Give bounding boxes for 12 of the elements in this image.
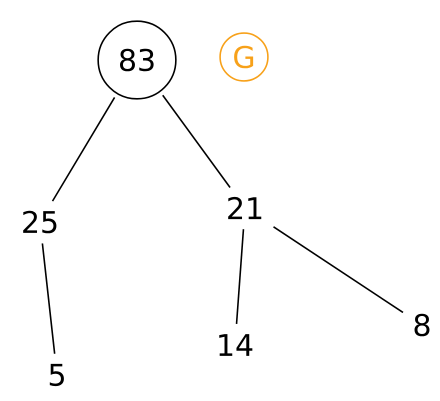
circled-number: 83 — [97, 20, 177, 100]
circled-letter: G — [219, 32, 269, 82]
number: 8 — [414, 314, 430, 336]
tree-line — [273, 226, 404, 314]
tree-line — [52, 97, 116, 202]
tree-line — [162, 94, 231, 188]
number: 14 — [219, 334, 252, 356]
tree-line — [42, 243, 56, 354]
tree-line — [236, 229, 244, 324]
number: 21 — [228, 196, 262, 220]
number: 25 — [23, 210, 56, 234]
number: 5 — [50, 364, 64, 386]
